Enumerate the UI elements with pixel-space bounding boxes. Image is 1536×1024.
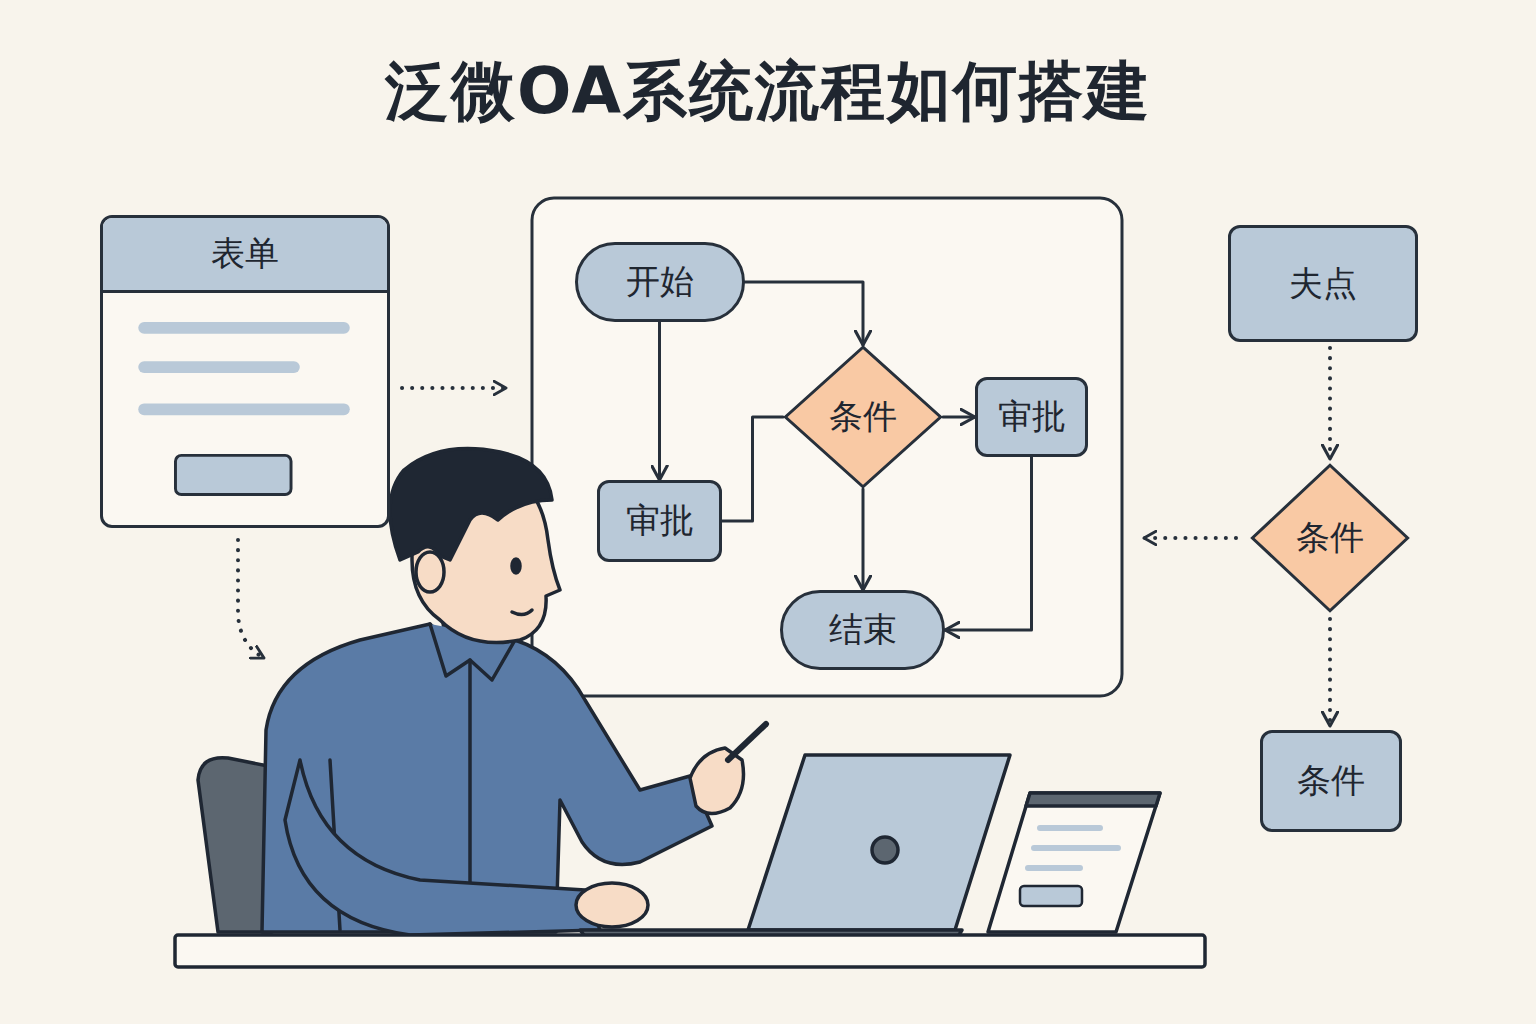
flow-panel [532,198,1122,696]
form-panel: 表单 [100,215,390,528]
node-label: 条件 [1296,518,1364,557]
dotted-arrow [402,386,506,390]
process-box: 夫点 [1228,225,1418,342]
laptop-logo [872,837,898,863]
node-label: 结束 [829,610,897,649]
eye [512,559,520,573]
tablet-lines [1028,828,1118,868]
form-line [144,403,344,415]
node-label: 条件 [829,397,897,436]
desk [175,935,1205,967]
connector [658,322,661,480]
pen [728,724,766,760]
node-label: 夫点 [1289,264,1357,303]
form-line [144,361,294,373]
ear [416,552,444,592]
pointing-hand [690,748,744,814]
node-label: 审批 [998,397,1066,436]
connector [722,417,783,521]
form-line [144,322,344,334]
connector [862,489,865,590]
mouth [512,610,532,615]
diamond-shape [1252,465,1407,611]
form-button [175,455,291,494]
node-label: 审批 [626,501,694,540]
connector [1328,619,1332,726]
tablet [988,793,1160,932]
dotted-arrow [238,540,264,658]
process-box: 审批 [597,480,722,562]
start-terminal: 开始 [575,242,745,322]
hair [390,449,552,560]
page-title: 泛微OA系统流程如何搭建 [0,48,1536,135]
connector [945,457,1032,630]
arm [285,760,600,935]
connector [943,416,975,419]
decision-diamond: 条件 [783,345,943,489]
end-terminal: 结束 [780,590,945,670]
connector [1328,348,1332,459]
decision-diamond: 条件 [1250,463,1410,613]
node-label: 开始 [626,262,694,301]
tablet-button [1020,886,1082,906]
diamond-shape [785,347,940,487]
dotted-arrow [1144,536,1236,540]
laptop-screen [748,755,1010,930]
node-label: 表单 [211,234,279,273]
node-label: 条件 [1297,761,1365,800]
process-box: 条件 [1260,730,1402,832]
hand [576,883,648,927]
connector [745,282,863,345]
tablet-bar [1026,793,1160,806]
process-box: 审批 [975,377,1088,457]
panel-header: 表单 [103,218,387,293]
